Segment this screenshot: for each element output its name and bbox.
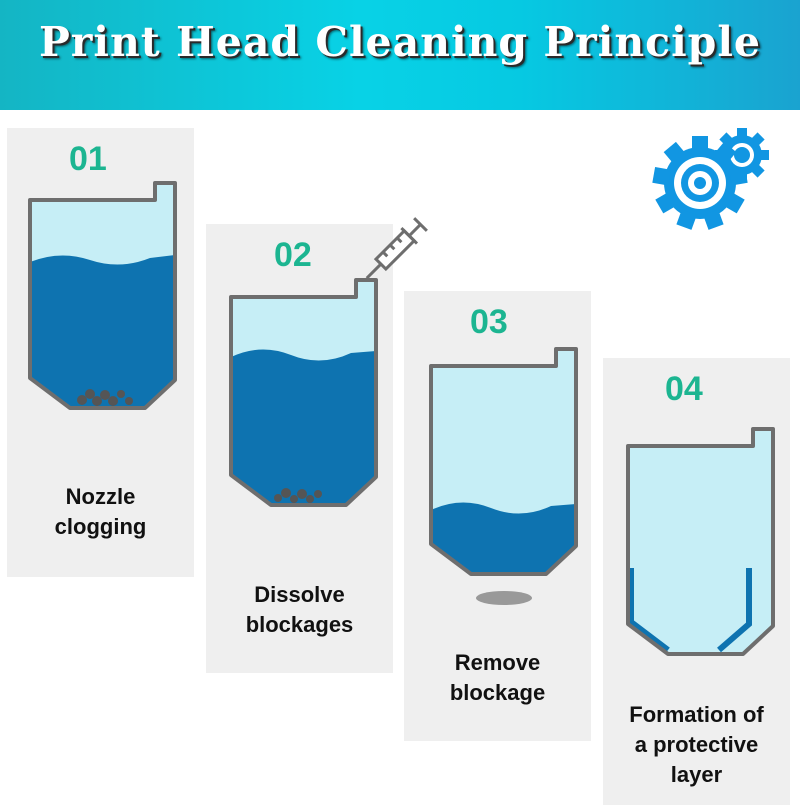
tank-remove	[429, 347, 578, 605]
step-number-1: 01	[69, 140, 107, 178]
step-caption-2: Dissolve blockages	[245, 582, 354, 637]
gears-icon	[652, 128, 769, 230]
tank-dissolve	[229, 278, 378, 507]
tank-protective-layer	[626, 427, 775, 656]
tank-nozzle-clogged	[28, 181, 177, 410]
step-caption-4: Formation of a protective layer	[629, 702, 764, 787]
step-number-4: 04	[665, 370, 703, 408]
page-title: Print Head Cleaning Principle	[38, 18, 762, 66]
step-number-3: 03	[470, 303, 508, 341]
title-banner: Print Head Cleaning Principle	[0, 0, 800, 110]
step-caption-1: Nozzle clogging	[54, 484, 147, 539]
step-caption-3: Remove blockage	[449, 650, 546, 705]
step-number-2: 02	[274, 236, 312, 274]
syringe-icon	[365, 217, 428, 280]
